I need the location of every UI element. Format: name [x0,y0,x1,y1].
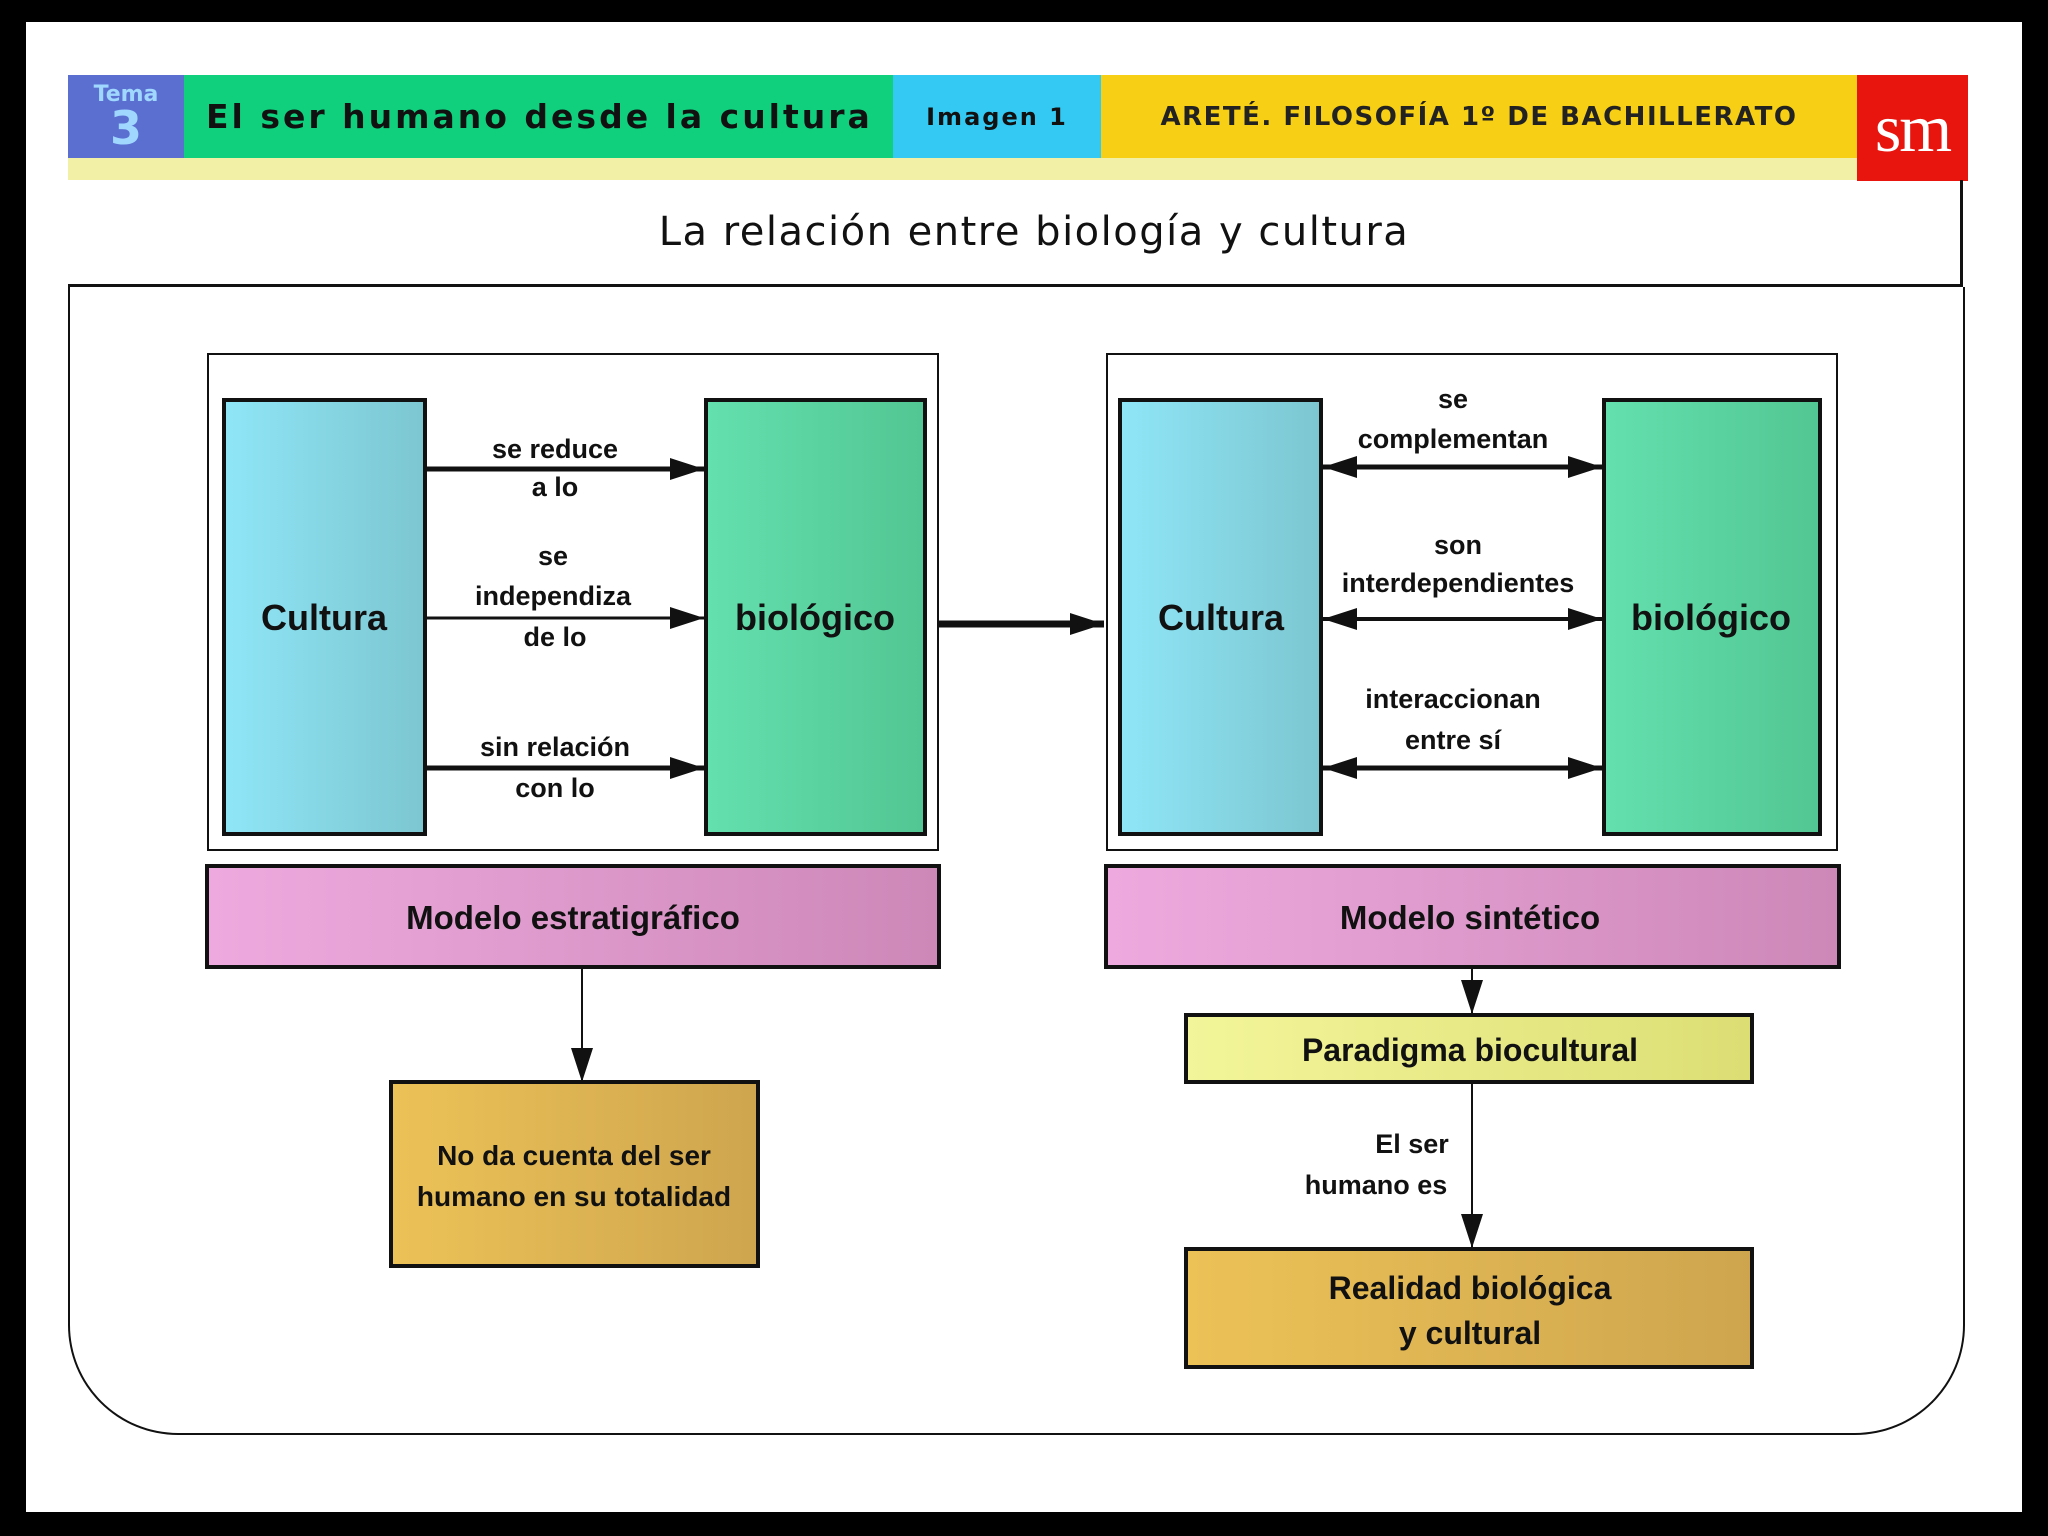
slide-title-box: La relación entre biología y cultura [68,180,1963,287]
right-result-line1: Realidad biológica [1329,1270,1612,1306]
left-bio-box [704,398,927,836]
right-bio-box [1602,398,1822,836]
left-result-box [389,1080,760,1268]
right-culture-label: Cultura [1158,597,1285,638]
left-model-name: Modelo estratigráfico [406,899,740,936]
tema-badge: Tema 3 [68,75,184,158]
tema-number: 3 [109,100,142,155]
paradigm-label: Paradigma biocultural [1302,1032,1638,1068]
right-rel2-line1: son [1434,530,1482,560]
right-rel1-line1: se [1438,384,1468,414]
right-model-name-box [1104,864,1841,969]
left-result-line1: No da cuenta del ser [437,1140,711,1171]
left-rel2-line2: independiza [475,581,632,611]
left-culture-label: Cultura [261,597,388,638]
left-result-line2: humano en su totalidad [417,1181,731,1212]
slide-title: La relación entre biología y cultura [658,209,1410,255]
left-model-name-box [205,864,941,969]
left-rel2-line3: de lo [523,622,586,652]
content-frame [68,287,1965,1435]
connector-line1: El ser [1375,1129,1449,1159]
right-rel1-line2: complementan [1358,424,1549,454]
book-title: ARETÉ. FILOSOFÍA 1º DE BACHILLERATO [1101,75,1857,158]
sm-logo: sm [1857,75,1968,181]
left-rel3-line1: sin relación [480,732,630,762]
left-model-frame [207,353,939,851]
paradigm-box [1184,1013,1754,1084]
left-rel3-line2: con lo [515,773,595,803]
left-rel1-line1: se reduce [492,434,618,464]
left-bio-label: biológico [735,597,895,638]
right-rel3-line1: interaccionan [1365,684,1541,714]
right-bio-label: biológico [1631,597,1791,638]
right-result-line2: y cultural [1399,1315,1541,1351]
left-rel1-line2: a lo [532,472,579,502]
right-culture-box [1118,398,1323,836]
tema-label: Tema [93,81,159,107]
connector-line2: humano es [1305,1170,1448,1200]
left-rel2-line1: se [538,541,568,571]
right-rel3-line2: entre sí [1405,725,1503,755]
image-label: Imagen 1 [893,75,1101,158]
right-rel2-line2: interdependientes [1342,568,1575,598]
right-result-box [1184,1247,1754,1369]
right-model-frame [1106,353,1838,851]
right-model-name: Modelo sintético [1340,899,1600,936]
unit-title: El ser humano desde la cultura [184,75,893,158]
header-underline-band [68,158,1857,180]
